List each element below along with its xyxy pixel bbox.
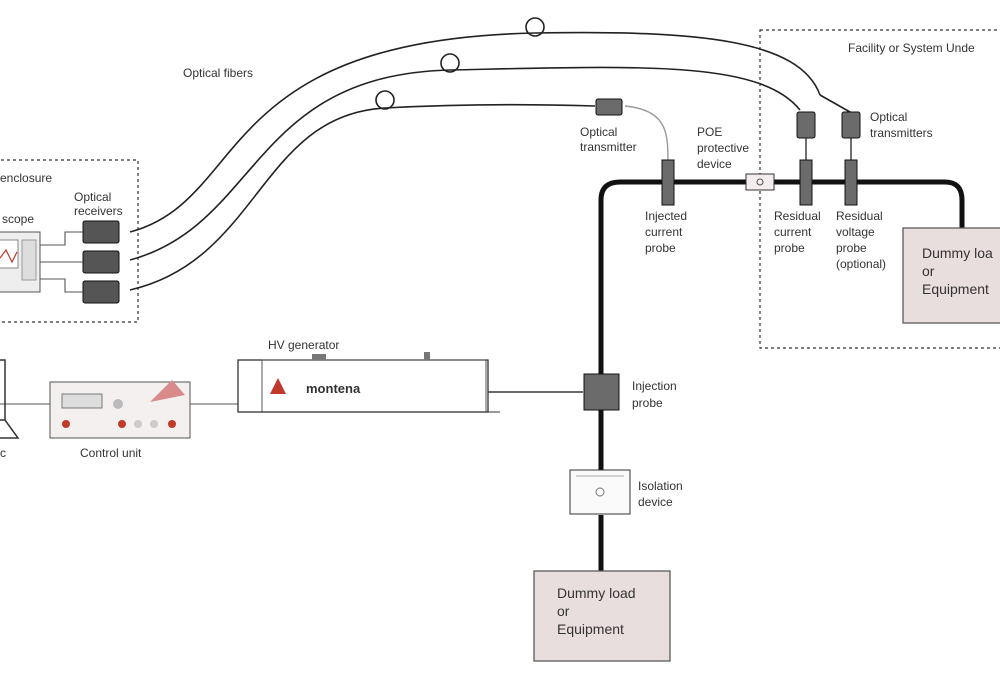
label-residual-current-2: current (774, 225, 812, 239)
fiber-to-transmitter (819, 94, 851, 113)
oscilloscope (0, 231, 41, 293)
pc (0, 359, 20, 439)
label-dummy-bottom-2: or (557, 603, 570, 619)
label-injected-probe-2: current (645, 225, 683, 239)
label-poe-3: device (697, 157, 732, 171)
optical-fiber-1 (129, 31, 821, 233)
poe-protective-device (745, 173, 775, 191)
label-scope: scope (2, 212, 34, 226)
fiber-loop-2 (440, 53, 460, 73)
label-optical-receivers-1: Optical (74, 190, 111, 204)
hv-generator (237, 352, 500, 413)
label-dummy-right-1: Dummy loa (922, 245, 993, 261)
label-residual-voltage-2: voltage (836, 225, 875, 239)
control-unit (49, 380, 191, 439)
optical-transmitter (595, 98, 623, 116)
label-optical-receivers-2: receivers (74, 204, 123, 218)
optical-fiber-3 (129, 103, 596, 291)
injection-probe (583, 373, 620, 411)
label-injected-probe-3: probe (645, 241, 676, 255)
label-residual-current-3: probe (774, 241, 805, 255)
label-dummy-bottom-1: Dummy load (557, 585, 636, 601)
label-residual-voltage-3: probe (836, 241, 867, 255)
label-residual-voltage-1: Residual (836, 209, 883, 223)
transmitter-cable (624, 105, 669, 161)
label-poe-1: POE (697, 125, 722, 139)
label-enclosure: enclosure (0, 171, 52, 185)
optical-fibers (129, 17, 851, 291)
label-isolation-2: device (638, 495, 673, 509)
label-optical-fibers: Optical fibers (183, 66, 253, 80)
label-optical-transmitters-2: transmitters (870, 126, 933, 140)
label-dummy-right-2: or (922, 263, 935, 279)
label-poe-2: protective (697, 141, 749, 155)
optical-transmitter-current (796, 111, 816, 139)
label-pc: c (0, 446, 6, 460)
label-brand: montena (306, 381, 361, 396)
label-isolation-1: Isolation (638, 479, 683, 493)
fiber-loop-1 (525, 17, 545, 37)
main-cable (598, 179, 965, 572)
dummy-load-right (902, 227, 1000, 324)
oscilloscope-enclosure (0, 159, 139, 323)
label-injection-probe-2: probe (632, 396, 663, 410)
residual-current-probe (799, 159, 813, 206)
label-injection-probe-1: Injection (632, 379, 677, 393)
optical-transmitter-voltage (841, 111, 861, 139)
label-control-unit: Control unit (80, 446, 142, 460)
label-optical-transmitter-1: Optical (580, 125, 617, 139)
optical-fiber-2 (129, 66, 801, 261)
label-dummy-right-3: Equipment (922, 281, 989, 297)
label-residual-current-1: Residual (774, 209, 821, 223)
fiber-loop-3 (375, 90, 395, 110)
montena-logo-icon (270, 378, 286, 394)
label-optical-transmitters-1: Optical (870, 110, 907, 124)
label-dummy-bottom-3: Equipment (557, 621, 624, 637)
isolation-device (569, 469, 631, 515)
label-optical-transmitter-2: transmitter (580, 140, 637, 154)
injected-current-probe (661, 159, 675, 206)
facility-boundary (759, 29, 1000, 349)
optical-receivers (82, 220, 120, 304)
residual-voltage-probe (844, 159, 858, 206)
label-injected-probe-1: Injected (645, 209, 687, 223)
dummy-load-bottom (533, 570, 671, 662)
label-residual-voltage-4: (optional) (836, 257, 886, 271)
label-facility: Facility or System Unde (848, 41, 975, 55)
label-hv-generator: HV generator (268, 338, 339, 352)
